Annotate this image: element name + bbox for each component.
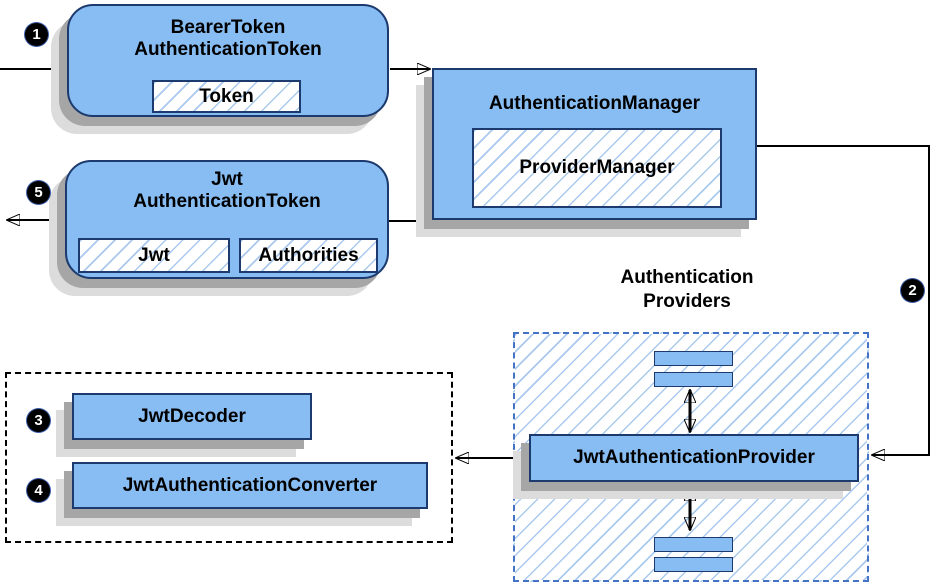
jwt-decoder-node: JwtDecoder	[72, 393, 312, 440]
step-5-number: 5	[34, 184, 43, 201]
jwt-authentication-converter-node: JwtAuthenticationConverter	[72, 462, 428, 509]
bearer-token-authentication-token-node: BearerToken AuthenticationToken Token	[67, 4, 389, 117]
jwt-field-label: Jwt	[138, 244, 170, 266]
manager-to-provider-arrow	[757, 145, 930, 455]
authentication-manager-title: AuthenticationManager	[488, 93, 701, 114]
authorities-field-label: Authorities	[258, 244, 359, 266]
jwt-token-title-line2: AuthenticationToken	[133, 191, 321, 212]
provider-placeholder-bar	[654, 372, 733, 387]
token-field-label: Token	[199, 85, 254, 107]
jwt-authentication-provider-node: JwtAuthenticationProvider	[529, 434, 859, 482]
decoder-converter-group-box	[5, 372, 453, 543]
jwt-authentication-provider-label: JwtAuthenticationProvider	[573, 447, 815, 468]
authentication-manager-node: AuthenticationManager ProviderManager	[432, 68, 757, 220]
provider-manager-field: ProviderManager	[472, 128, 722, 208]
step-2-badge: 2	[901, 279, 924, 302]
step-1-number: 1	[32, 26, 41, 43]
authorities-field: Authorities	[239, 238, 378, 273]
jwt-decoder-label: JwtDecoder	[138, 405, 246, 427]
provider-placeholder-bar	[654, 351, 733, 366]
provider-placeholder-bar	[654, 537, 733, 552]
bearer-token-title-line1: BearerToken	[170, 17, 286, 38]
step-4-number: 4	[34, 482, 43, 499]
authentication-providers-label-line1: Authentication	[620, 267, 754, 288]
jwt-authentication-converter-label: JwtAuthenticationConverter	[122, 474, 378, 496]
step-3-badge: 3	[27, 409, 50, 432]
step-2-number: 2	[908, 282, 917, 299]
step-1-badge: 1	[25, 23, 48, 46]
bearer-token-node-title: BearerToken AuthenticationToken	[69, 17, 387, 61]
bearer-token-title-line2: AuthenticationToken	[134, 39, 322, 60]
step-5-badge: 5	[27, 181, 50, 204]
jwt-token-title-line1: Jwt	[211, 169, 243, 190]
authentication-providers-label: Authentication Providers	[537, 266, 837, 314]
jwt-authentication-token-node: Jwt AuthenticationToken Jwt Authorities	[65, 160, 389, 279]
authentication-providers-label-line2: Providers	[643, 291, 731, 312]
step-3-number: 3	[34, 412, 43, 429]
provider-placeholder-bar	[654, 557, 733, 572]
jwt-token-node-title: Jwt AuthenticationToken	[67, 169, 387, 213]
token-field: Token	[152, 80, 301, 113]
step-4-badge: 4	[27, 479, 50, 502]
jwt-field: Jwt	[78, 238, 230, 273]
provider-manager-label: ProviderManager	[519, 157, 675, 178]
